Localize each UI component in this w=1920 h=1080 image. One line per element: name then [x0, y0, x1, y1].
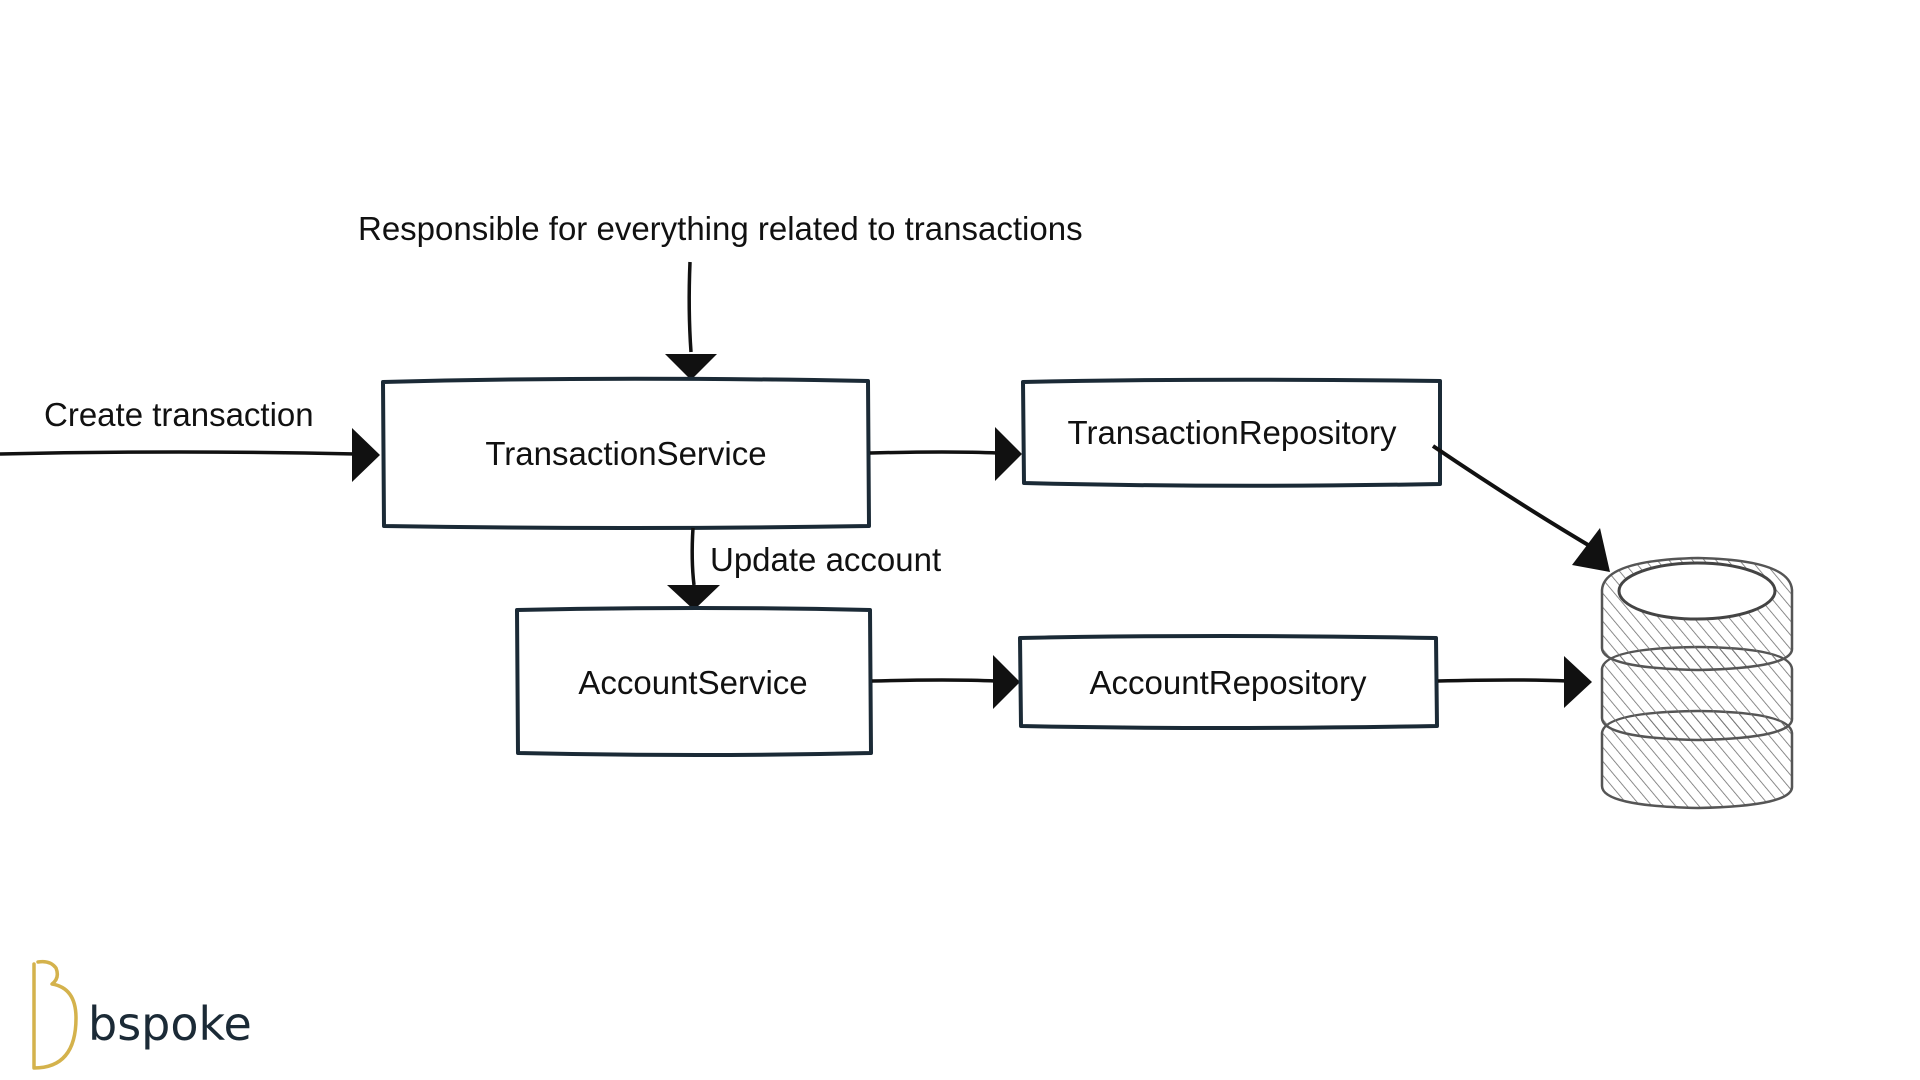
- update-account-label: Update account: [710, 541, 941, 578]
- account-repository-to-database-arrow: [1437, 656, 1592, 708]
- bspoke-logo: bspoke: [32, 959, 252, 1070]
- transaction-repository-box: TransactionRepository: [1021, 377, 1442, 488]
- database-icon: [1600, 556, 1794, 810]
- create-transaction-label: Create transaction: [44, 396, 314, 433]
- bspoke-logo-icon: [32, 959, 78, 1070]
- transaction-repository-label: TransactionRepository: [1068, 414, 1397, 451]
- responsibility-note: Responsible for everything related to tr…: [358, 210, 1083, 247]
- account-repository-label: AccountRepository: [1090, 664, 1367, 701]
- transaction-service-box: TransactionService: [381, 376, 871, 530]
- transaction-service-label: TransactionService: [485, 435, 766, 472]
- account-repository-box: AccountRepository: [1018, 634, 1439, 730]
- repository-to-database-arrow: [1431, 444, 1610, 572]
- account-service-label: AccountService: [578, 664, 807, 701]
- service-to-repository-arrow: [869, 427, 1022, 481]
- update-account-arrow: [667, 527, 720, 610]
- bspoke-logo-text: bspoke: [88, 997, 252, 1051]
- account-service-to-repository-arrow: [871, 655, 1020, 709]
- note-arrow: [665, 261, 717, 380]
- account-service-box: AccountService: [515, 606, 873, 757]
- create-transaction-arrow: [0, 428, 380, 482]
